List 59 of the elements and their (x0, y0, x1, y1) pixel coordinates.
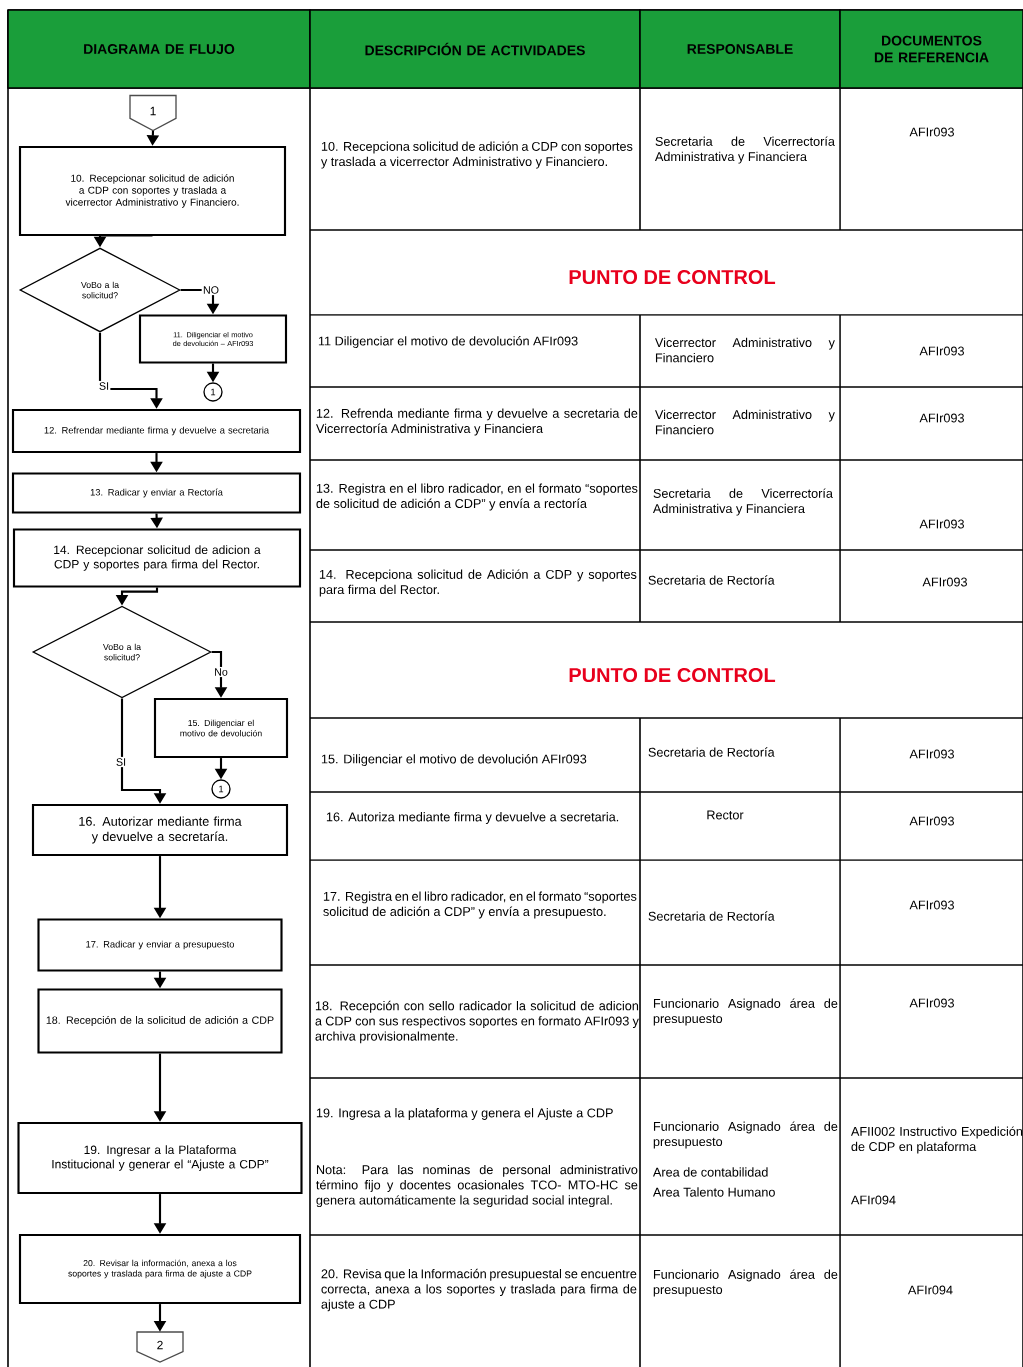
table-text: Funcionario Asignado área de presupuesto (653, 998, 838, 1026)
process-box: 17. Radicar y enviar a presupuesto (37, 918, 283, 972)
table-text: Rector (707, 810, 744, 820)
table-text: 13. Registra en el libro radicador, en el formato “soportes de solicitud de adición a CDP” y envía a rectoría (316, 483, 638, 511)
table-text: AFIr093 (909, 900, 954, 910)
table-text: AFII002 Instructivo Expedición de CDP en plataforma (850, 1126, 1023, 1154)
table-text: 18. Recepción con sello radicador la solicitud de adicion a CDP con sus respectivos soportes en formato AFIr093 y archiva provisionalmente. (315, 1000, 639, 1044)
table-text: 17. Registra en el libro radicador, en el formato “soportes solicitud de adición a CDP” y envía a presupuesto. (323, 891, 637, 919)
column-header: RESPONSABLE (639, 9, 841, 89)
table-text: AFIr093 (909, 749, 954, 759)
table-text: Funcionario Asignado área de presupuesto (653, 1121, 838, 1149)
process-box: 12. Refrendar mediante firma y devuelve a secretaria (11, 408, 302, 454)
table-text: AFIr094 (850, 1195, 896, 1205)
edge-label: No (212, 666, 230, 678)
edge-label: SI (114, 756, 128, 768)
table-text: 11 Diligenciar el motivo de devolución AFIr093 (318, 336, 578, 348)
column-header: DOCUMENTOS DE REFERENCIA (839, 9, 1023, 89)
table-text: Vicerrector Administrativo y Financiero (655, 337, 835, 363)
table-text: AFIr093 (909, 127, 954, 137)
table-text: 20. Revisa que la Información presupuestal se encuentre correcta, anexa a los soportes y traslada para firma de ajuste a CDP (321, 1268, 637, 1312)
table-text: Vicerrector Administrativo y Financiero (655, 409, 835, 435)
table-text: Funcionario Asignado área de presupuesto (653, 1269, 838, 1297)
table-text: Area de contabilidad (652, 1167, 768, 1177)
table-text: AFIr094 (907, 1285, 953, 1295)
process-box: 10. Recepcionar solicitud de adición a CDP con soportes y traslada a vicerrector Administrativo y Financiero. (18, 145, 287, 237)
control-point-heading: PUNTO DE CONTROL (569, 667, 776, 683)
table-text: Secretaria de Rectoría (648, 575, 775, 585)
table-text: AFIr093 (909, 816, 954, 826)
table-text: 16. Autoriza mediante firma y devuelve a secretaria. (326, 812, 619, 824)
process-box: 13. Radicar y enviar a Rectoría (11, 472, 302, 514)
table-text: 14. Recepciona solicitud de Adición a CDP y soportes para firma del Rector. (319, 569, 637, 597)
table-text: Secretaria de Rectoría (648, 747, 775, 757)
process-box: 16. Autorizar mediante firma y devuelve a secretaría. (31, 803, 289, 857)
table-text: 15. Diligenciar el motivo de devolución AFIr093 (321, 754, 587, 766)
process-box: 18. Recepción de la solicitud de adición a CDP (37, 988, 283, 1054)
table-text: AFIr093 (919, 519, 964, 529)
table-text: AFIr093 (909, 998, 954, 1008)
process-box: 14. Recepcionar solicitud de adicion a CDP y soportes para firma del Rector. (12, 528, 302, 588)
process-box: 15. Diligenciar el motivo de devolución (153, 697, 289, 759)
table-text: Secretaria de Vicerrectoría Administrativa y Financiera (654, 136, 835, 164)
control-point-heading: PUNTO DE CONTROL (569, 269, 776, 285)
table-text: Secretaria de Rectoría (648, 911, 775, 921)
table-text: AFIr093 (922, 577, 967, 587)
process-box: 20. Revisar la información, anexa a los soportes y traslada para firma de ajuste a CDP (18, 1233, 302, 1305)
table-text: AFIr093 (919, 346, 964, 356)
edge-label: NO (201, 284, 221, 296)
table-text: Area Talento Humano (652, 1187, 775, 1197)
table-text: Nota: Para las nominas de personal administrativo término fijo y docentes ocasionales TCO- MTO-HC se genera automáticamente la seguridad social integral. (316, 1164, 638, 1208)
table-text: AFIr093 (919, 413, 964, 423)
edge-label: SI (97, 380, 111, 392)
column-header: DESCRIPCIÓN DE ACTIVIDADES (309, 9, 641, 89)
off-page-connector: 1 (129, 94, 177, 132)
table-text: 12. Refrenda mediante firma y devuelve a secretaria de Vicerrectoría Administrativa y Financiera (316, 408, 638, 436)
table-text: 19. Ingresa a la plataforma y genera el Ajuste a CDP (316, 1108, 613, 1120)
column-header: DIAGRAMA DE FLUJO (7, 9, 311, 89)
table-text: Secretaria de Vicerrectoría Administrativa y Financiera (652, 488, 833, 516)
off-page-connector: 2 (136, 1331, 184, 1363)
process-box: 19. Ingresar a la Plataforma Institucional y generar el “Ajuste a CDP” (17, 1121, 303, 1195)
table-text: 10. Recepciona solicitud de adición a CDP con soportes y traslada a vicerrector Administrativo y Financiero. (320, 141, 633, 169)
